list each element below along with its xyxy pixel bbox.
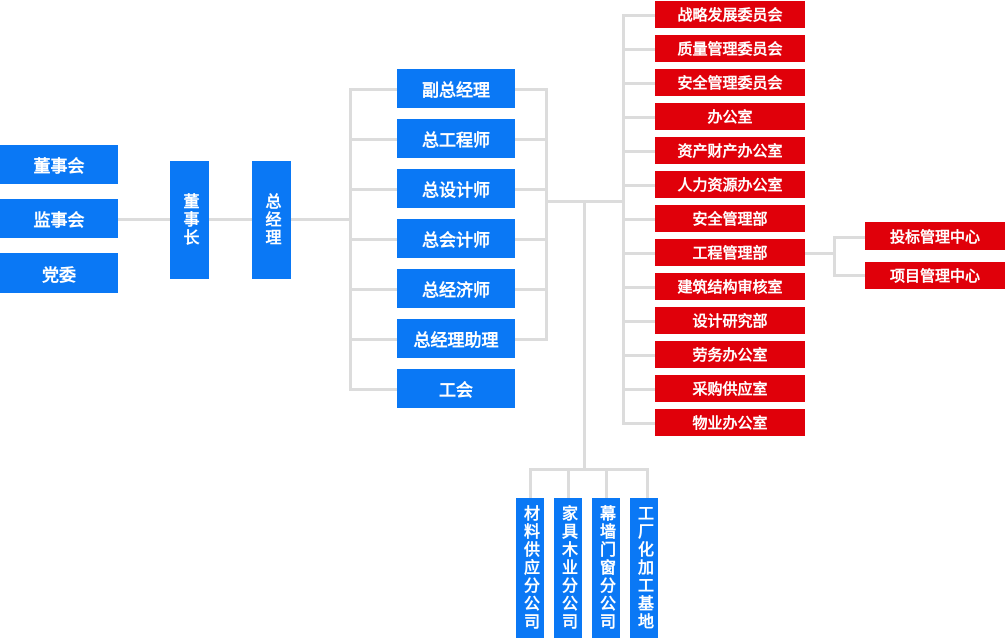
connector-exec-right	[515, 338, 548, 341]
subsidiary-box: 材料供应分公司	[516, 498, 544, 638]
department-box: 物业办公室	[655, 409, 805, 436]
chairman-box: 董事长	[170, 161, 209, 279]
connector-dept	[622, 150, 655, 153]
connector-eng-top	[833, 236, 865, 239]
connector-exec-left	[349, 388, 397, 391]
connector-dept	[622, 320, 655, 323]
connector-exec-right	[515, 138, 548, 141]
connector-exec-left	[349, 188, 397, 191]
department-box: 工程管理部	[655, 239, 805, 266]
connector-down-trunk	[583, 200, 586, 470]
left-box: 董事会	[0, 145, 118, 184]
engineering-sub-box: 投标管理中心	[865, 222, 1005, 250]
executive-box: 总设计师	[397, 169, 515, 208]
executive-box: 副总经理	[397, 69, 515, 108]
left-box: 党委	[0, 253, 118, 293]
general-manager-box: 总经理	[252, 161, 291, 279]
executive-box: 总经济师	[397, 269, 515, 308]
connector-exec-right	[515, 188, 548, 191]
department-box: 安全管理部	[655, 205, 805, 232]
executive-box: 总会计师	[397, 219, 515, 258]
connector-dept	[622, 82, 655, 85]
department-box: 安全管理委员会	[655, 69, 805, 96]
department-box: 办公室	[655, 103, 805, 130]
connector-subsidiary	[529, 468, 532, 498]
connector-dept	[622, 48, 655, 51]
connector-dept	[622, 252, 655, 255]
connector-chairman-gm	[209, 218, 252, 221]
department-box: 设计研究部	[655, 307, 805, 334]
connector-exec-right	[515, 238, 548, 241]
connector-exec-right-trunk	[545, 88, 548, 340]
left-box: 监事会	[0, 199, 118, 238]
connector-dept	[622, 184, 655, 187]
department-box: 资产财产办公室	[655, 137, 805, 164]
connector-board-chairman	[118, 218, 170, 221]
connector-dept	[622, 218, 655, 221]
connector-eng-trunk	[833, 236, 836, 276]
connector-gm-exec	[291, 218, 352, 221]
connector-exec-left	[349, 338, 397, 341]
connector-dept	[622, 388, 655, 391]
connector-subsidiary	[605, 468, 608, 498]
executive-box: 工会	[397, 369, 515, 408]
connector-eng-out	[804, 252, 836, 255]
connector-dept	[622, 286, 655, 289]
department-box: 建筑结构审核室	[655, 273, 805, 300]
connector-eng-bottom	[833, 274, 865, 277]
connector-dept	[622, 116, 655, 119]
connector-subsidiary	[567, 468, 570, 498]
executive-box: 总经理助理	[397, 319, 515, 358]
connector-subsidiary	[646, 468, 649, 498]
department-box: 采购供应室	[655, 375, 805, 402]
connector-exec-left	[349, 138, 397, 141]
connector-exec-left	[349, 288, 397, 291]
connector-exec-left	[349, 238, 397, 241]
department-box: 劳务办公室	[655, 341, 805, 368]
subsidiary-box: 幕墙门窗分公司	[592, 498, 620, 638]
executive-box: 总工程师	[397, 119, 515, 158]
department-box: 人力资源办公室	[655, 171, 805, 198]
connector-dept	[622, 354, 655, 357]
connector-dept	[622, 422, 655, 425]
engineering-sub-box: 项目管理中心	[865, 262, 1005, 289]
department-box: 战略发展委员会	[655, 1, 805, 28]
connector-exec-right	[515, 88, 548, 91]
connector-sub-bar	[529, 468, 649, 471]
connector-dept	[622, 14, 655, 17]
subsidiary-box: 工厂化加工基地	[630, 498, 658, 638]
subsidiary-box: 家具木业分公司	[554, 498, 582, 638]
department-box: 质量管理委员会	[655, 35, 805, 62]
connector-exec-right	[515, 288, 548, 291]
connector-exec-left	[349, 88, 397, 91]
